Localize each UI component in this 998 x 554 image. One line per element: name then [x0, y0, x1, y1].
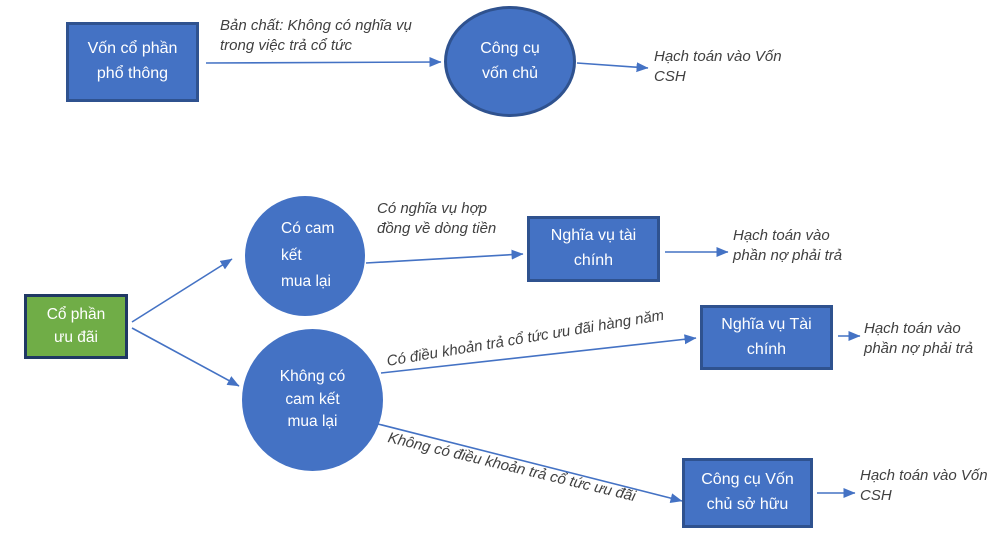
outcome-liability-b: Hạch toán vào phần nợ phải trả: [864, 320, 974, 358]
node-preferred-stock: Cổ phần ưu đãi: [24, 294, 128, 359]
outcome-equity-csh-top: Hạch toán vào Vốn CSH: [654, 48, 782, 86]
arrow-preferred-to-no-commitment: [131, 327, 240, 387]
edge-label-annual-dividend-clause: Có điều khoản trả cổ tức ưu đãi hàng năm: [385, 306, 666, 370]
arrow-with-commitment-to-obligation-a: [365, 249, 524, 264]
node-no-buyback-commitment: Không có cam kết mua lại: [242, 329, 383, 471]
node-common-stock: Vốn cổ phần phổ thông: [66, 22, 199, 102]
arrow-equity-instrument-to-outcome: [576, 62, 649, 73]
node-equity-instrument-owner: Công cụ Vốn chủ sở hữu: [682, 458, 813, 528]
edge-label-no-dividend-clause: Không có điều khoản trả cổ tức ưu đãi: [386, 429, 638, 506]
node-financial-obligation-a: Nghĩa vụ tài chính: [527, 216, 660, 282]
outcome-liability-a: Hạch toán vào phần nợ phải trả: [733, 227, 843, 265]
edge-label-nature: Bản chất: Không có nghĩa vụ trong việc t…: [220, 17, 412, 55]
node-with-buyback-commitment: Có cam kết mua lại: [245, 196, 365, 316]
outcome-equity-csh-bottom: Hạch toán vào Vốn CSH: [860, 467, 988, 505]
node-financial-obligation-b: Nghĩa vụ Tài chính: [700, 305, 833, 370]
node-equity-instrument: Công cụ vốn chủ: [444, 6, 576, 117]
arrow-preferred-to-with-commitment: [131, 258, 233, 323]
arrow-common-to-equity-instrument: [205, 57, 442, 68]
edge-label-contractual-obligation: Có nghĩa vụ hợp đồng về dòng tiền: [377, 200, 497, 238]
